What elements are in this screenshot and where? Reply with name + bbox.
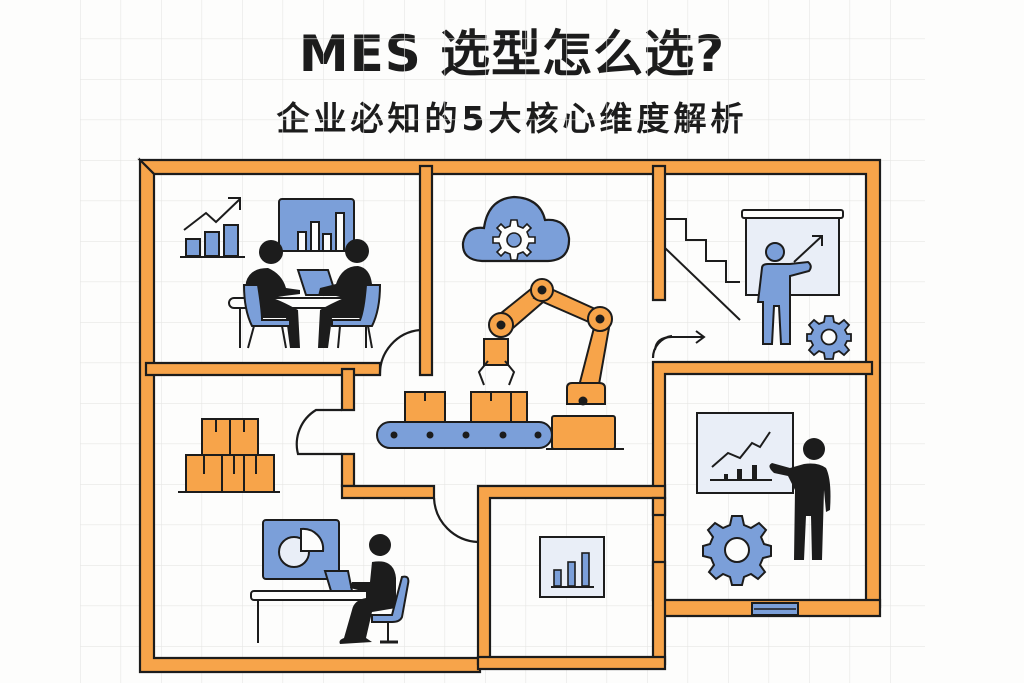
person-right-icon: [318, 239, 382, 349]
wall-hall-bottom-left: [340, 484, 436, 500]
growth-chart-icon: [180, 197, 245, 258]
desk-worker-icon: [250, 534, 410, 644]
analytics-room: [696, 412, 831, 586]
stacked-boxes-icon: [178, 418, 280, 493]
wall-left-lower: [340, 452, 356, 488]
report-room: [539, 536, 605, 598]
wall-stub-left: [340, 367, 356, 412]
person-left-icon: [242, 240, 300, 349]
cloud-gear-icon: [461, 195, 571, 263]
presenter-whiteboard-icon: [741, 209, 844, 345]
wall-divider-2: [651, 164, 667, 302]
warehouse-office: [178, 418, 410, 644]
door-arc-2: [295, 408, 342, 456]
door-arc-3: [432, 497, 479, 544]
line-chart-board-icon: [696, 412, 794, 494]
wall-report-right: [651, 560, 667, 666]
robotic-arm-icon: [477, 278, 624, 450]
wall-report-right-top: [651, 496, 667, 517]
production-hall: [376, 195, 624, 450]
wall-report-bottom: [476, 655, 667, 671]
boxes-icon: [404, 391, 528, 423]
gear-icon: [702, 515, 772, 586]
arrow-icon: [654, 330, 706, 351]
door-arc-1: [378, 328, 421, 376]
pie-chart-monitor-icon: [262, 519, 340, 580]
window-icon: [751, 602, 799, 616]
stairs-icon: [664, 218, 741, 321]
bar-chart-frame-icon: [539, 536, 605, 598]
gear-icon: [806, 315, 852, 360]
training-room: [654, 209, 852, 360]
presenter-icon: [769, 438, 831, 560]
wall-divider-1: [418, 164, 434, 377]
meeting-room: [180, 197, 382, 349]
conveyor-belt-icon: [376, 421, 553, 449]
presentation-board-icon: [278, 198, 355, 252]
